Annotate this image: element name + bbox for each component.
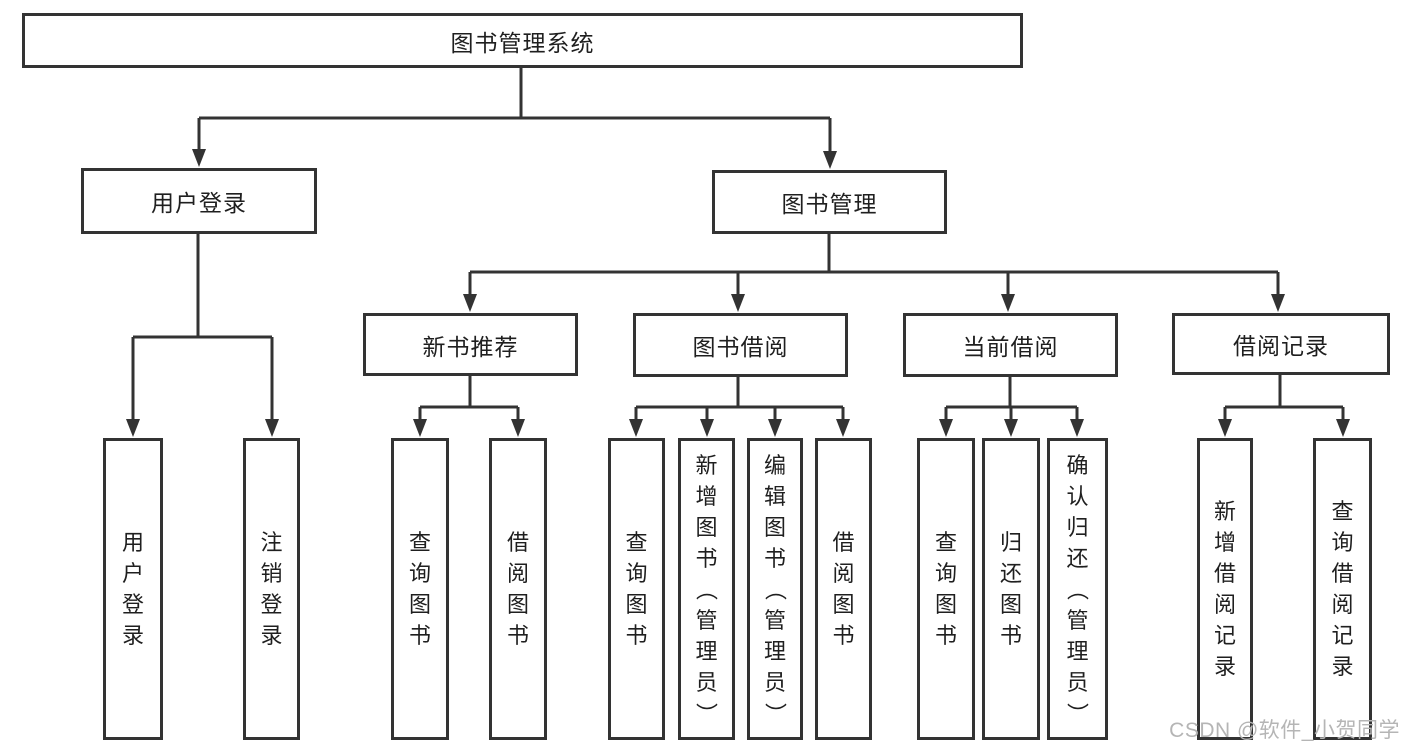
leaf-user-login: 用户登录 — [103, 438, 163, 740]
node-current-borrow-label: 当前借阅 — [962, 334, 1059, 360]
leaf-newbook-borrow-book: 借阅图书 — [489, 438, 547, 740]
node-root-label: 图书管理系统 — [450, 29, 595, 56]
node-book-management-label: 图书管理 — [781, 191, 878, 217]
node-borrow-record: 借阅记录 — [1172, 313, 1390, 375]
node-new-book-recommend-label: 新书推荐 — [422, 333, 519, 360]
leaf-query-borrow-record-label: 查询借阅记录 — [1331, 499, 1354, 679]
leaf-user-login-label: 用户登录 — [121, 530, 144, 648]
leaf-return-book-label: 归还图书 — [999, 530, 1022, 648]
leaf-logout-label: 注销登录 — [260, 530, 283, 648]
leaf-add-borrow-record: 新增借阅记录 — [1197, 438, 1253, 740]
node-root: 图书管理系统 — [22, 13, 1023, 68]
leaf-add-borrow-record-label: 新增借阅记录 — [1213, 499, 1236, 679]
leaf-borrow-query-book: 查询图书 — [608, 438, 665, 740]
node-user-login-label: 用户登录 — [151, 190, 247, 216]
leaf-current-query-book: 查询图书 — [917, 438, 975, 740]
leaf-logout: 注销登录 — [243, 438, 300, 740]
leaf-add-book-admin-label: 新增图书（管理员） — [693, 452, 719, 725]
node-borrow-record-label: 借阅记录 — [1233, 333, 1329, 359]
leaf-current-query-book-label: 查询图书 — [934, 530, 957, 648]
leaf-confirm-return-admin-label: 确认归还（管理员） — [1064, 452, 1090, 725]
leaf-query-borrow-record: 查询借阅记录 — [1313, 438, 1372, 740]
leaf-newbook-query-book: 查询图书 — [391, 438, 449, 740]
node-book-management: 图书管理 — [712, 170, 947, 234]
leaf-confirm-return-admin: 确认归还（管理员） — [1047, 438, 1108, 740]
node-current-borrow: 当前借阅 — [903, 313, 1118, 377]
node-book-borrow-label: 图书借阅 — [692, 334, 789, 360]
leaf-newbook-query-book-label: 查询图书 — [408, 530, 431, 648]
leaf-newbook-borrow-book-label: 借阅图书 — [506, 530, 529, 648]
node-user-login: 用户登录 — [81, 168, 317, 234]
node-book-borrow: 图书借阅 — [633, 313, 848, 377]
leaf-edit-book-admin-label: 编辑图书（管理员） — [762, 452, 788, 725]
node-new-book-recommend: 新书推荐 — [363, 313, 578, 376]
watermark: CSDN @软件_小贺同学 — [1169, 719, 1400, 742]
leaf-borrow-query-book-label: 查询图书 — [625, 530, 648, 648]
leaf-borrow-borrow-book: 借阅图书 — [815, 438, 872, 740]
leaf-add-book-admin: 新增图书（管理员） — [678, 438, 735, 740]
leaf-borrow-borrow-book-label: 借阅图书 — [832, 530, 855, 648]
leaf-edit-book-admin: 编辑图书（管理员） — [747, 438, 803, 740]
leaf-return-book: 归还图书 — [982, 438, 1040, 740]
